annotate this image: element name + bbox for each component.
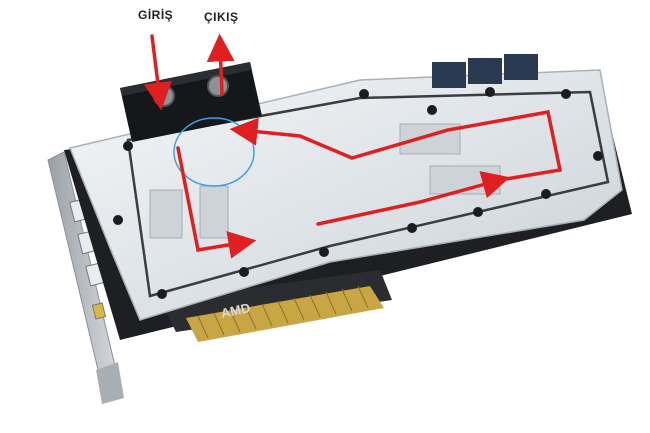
flow-arrows — [143, 33, 563, 259]
outlet-label: ÇIKIŞ — [204, 10, 239, 24]
screw-icon — [593, 151, 603, 161]
screw-icon — [427, 105, 437, 115]
flow-arrow-icon — [229, 117, 354, 160]
screws — [113, 87, 603, 299]
screw-icon — [407, 223, 417, 233]
screw-icon — [561, 89, 571, 99]
flow-arrow-icon — [316, 171, 511, 226]
screw-icon — [113, 215, 123, 225]
flow-arrow-icon — [176, 146, 257, 259]
screw-icon — [541, 189, 551, 199]
inlet-highlight-circle — [173, 117, 255, 187]
o-ring — [126, 90, 610, 298]
screw-icon — [157, 289, 167, 299]
cooling-fins — [149, 123, 501, 239]
screw-icon — [239, 267, 249, 277]
outlet-arrow — [206, 33, 235, 96]
inlet-label: GİRİŞ — [138, 8, 174, 22]
vrm-blocks — [432, 54, 538, 88]
screw-icon — [319, 247, 329, 257]
pci-bracket — [47, 151, 124, 404]
chip-brand-text: AMD — [220, 300, 252, 321]
inlet-arrow — [143, 34, 172, 111]
acrylic-waterblock — [68, 69, 623, 321]
pcie-gold-contacts — [186, 285, 384, 342]
screw-icon — [123, 141, 133, 151]
screw-icon — [485, 87, 495, 97]
screw-icon — [359, 89, 369, 99]
flow-arrow-icon — [350, 109, 563, 182]
screw-icon — [473, 207, 483, 217]
circle-port-icon — [207, 75, 229, 97]
